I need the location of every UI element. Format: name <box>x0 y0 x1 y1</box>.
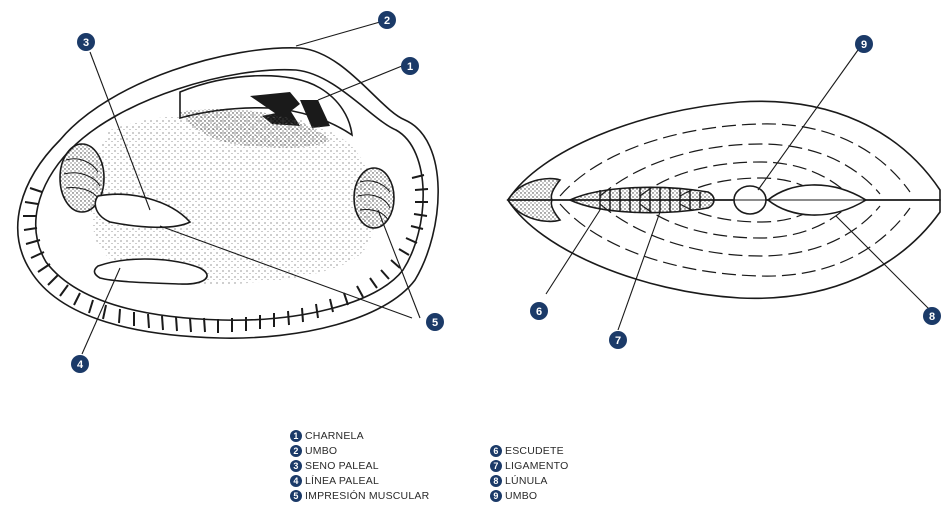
legend-right-column: 6 ESCUDETE 7 LIGAMENTO 8 LÚNULA 9 UMBO <box>490 443 568 503</box>
legend-item: 1 CHARNELA <box>290 428 429 443</box>
legend-number-badge: 1 <box>290 430 302 442</box>
callout-5: 5 <box>426 313 444 331</box>
legend-item: 6 ESCUDETE <box>490 443 568 458</box>
legend-number-badge: 4 <box>290 475 302 487</box>
callout-4: 4 <box>71 355 89 373</box>
legend-item: 9 UMBO <box>490 488 568 503</box>
legend-label: UMBO <box>305 445 337 457</box>
svg-text:9: 9 <box>861 39 867 51</box>
svg-text:3: 3 <box>83 37 89 49</box>
callout-6: 6 <box>530 302 548 320</box>
legend-label: LÚNULA <box>505 475 548 487</box>
svg-text:5: 5 <box>432 317 438 329</box>
svg-text:2: 2 <box>384 15 390 27</box>
callout-7: 7 <box>609 331 627 349</box>
callout-1: 1 <box>401 57 419 75</box>
legend-item: 8 LÚNULA <box>490 473 568 488</box>
legend-number-badge: 8 <box>490 475 502 487</box>
svg-text:8: 8 <box>929 311 935 323</box>
legend-label: ESCUDETE <box>505 445 564 457</box>
callout-3: 3 <box>77 33 95 51</box>
svg-text:7: 7 <box>615 335 621 347</box>
dorsal-lower-valve <box>508 200 940 298</box>
legend-number-badge: 7 <box>490 460 502 472</box>
legend-item: 2 UMBO <box>290 443 429 458</box>
callout-8: 8 <box>923 307 941 325</box>
legend-item: 7 LIGAMENTO <box>490 458 568 473</box>
legend-number-badge: 6 <box>490 445 502 457</box>
legend-label: IMPRESIÓN MUSCULAR <box>305 490 429 502</box>
legend-label: LÍNEA PALEAL <box>305 475 379 487</box>
legend-number-badge: 5 <box>290 490 302 502</box>
shell-dorsal-view <box>508 101 940 298</box>
shell-interior-view <box>18 48 438 338</box>
legend-number-badge: 9 <box>490 490 502 502</box>
legend-label: LIGAMENTO <box>505 460 568 472</box>
legend-label: CHARNELA <box>305 430 364 442</box>
svg-text:1: 1 <box>407 61 413 73</box>
legend-number-badge: 3 <box>290 460 302 472</box>
legend-number-badge: 2 <box>290 445 302 457</box>
legend-item: 3 SENO PALEAL <box>290 458 429 473</box>
svg-text:6: 6 <box>536 306 542 318</box>
callout-2: 2 <box>378 11 396 29</box>
legend-item: 5 IMPRESIÓN MUSCULAR <box>290 488 429 503</box>
legend-label: UMBO <box>505 490 537 502</box>
dorsal-upper-valve <box>508 101 940 200</box>
legend-item: 4 LÍNEA PALEAL <box>290 473 429 488</box>
legend-label: SENO PALEAL <box>305 460 379 472</box>
callout-9: 9 <box>855 35 873 53</box>
legend-left-column: 1 CHARNELA 2 UMBO 3 SENO PALEAL 4 LÍNEA … <box>290 428 429 503</box>
svg-text:4: 4 <box>77 359 84 371</box>
